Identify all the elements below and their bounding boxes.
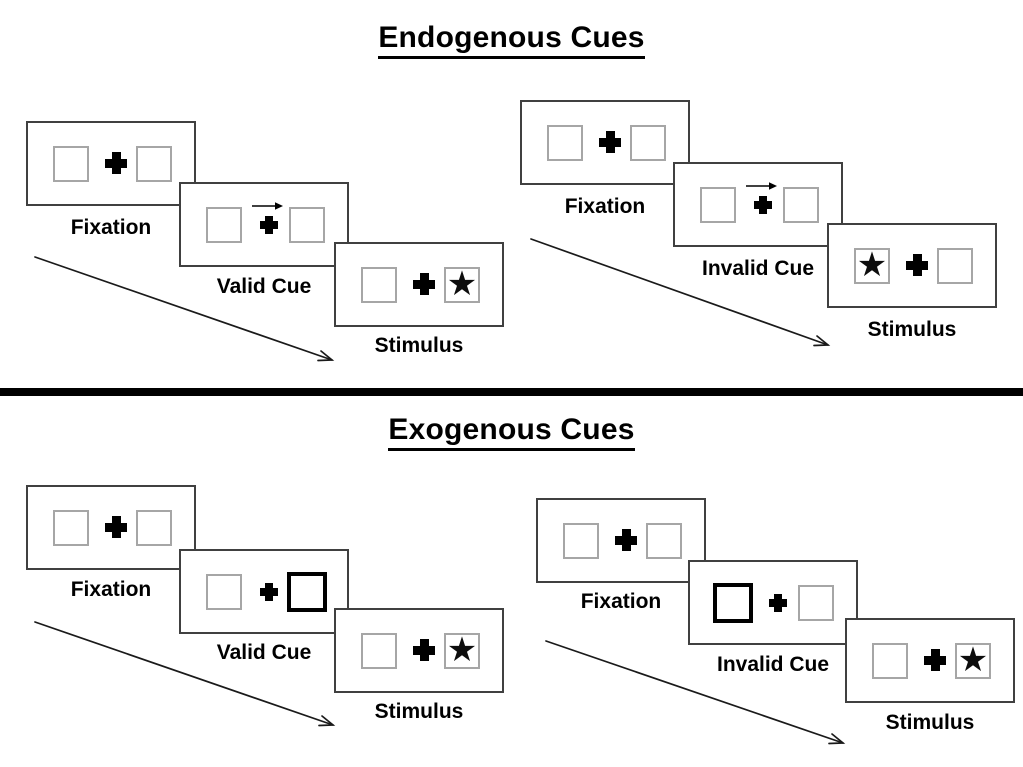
endogenous-section-header: Endogenous Cues [0,21,1023,59]
thick-cue-box [287,572,327,612]
right-box [136,146,172,182]
fixation-cross-icon [260,583,278,601]
valid-cue-label: Valid Cue [216,275,312,298]
fixation-label: Fixation [580,590,662,613]
exogenous-section-header: Exogenous Cues [0,413,1023,451]
fixation-cross-icon [615,529,637,551]
exo-invalid-fixation-panel [536,498,706,583]
endo-invalid-cue-panel [673,162,843,247]
right-box [937,248,973,284]
invalid-cue-label: Invalid Cue [716,653,830,676]
left-box: ★ [854,248,890,284]
right-box [136,510,172,546]
left-box [53,146,89,182]
fixation-cross-icon [105,152,127,174]
star-icon: ★ [957,640,989,680]
endo-valid-timeline-arrow-icon [34,256,335,362]
endo-invalid-fixation-panel [520,100,690,185]
endo-valid-cue-panel [179,182,349,267]
left-box [53,510,89,546]
exogenous-title: Exogenous Cues [388,413,635,451]
cue-arrow-right-icon [252,202,283,210]
left-box [700,187,736,223]
cue-arrow-right-icon [746,182,777,190]
fixation-cross-icon [924,649,946,671]
left-box [872,643,908,679]
endo-invalid-stimulus-panel: ★ [827,223,997,308]
right-box [630,125,666,161]
right-box [646,523,682,559]
left-box [206,207,242,243]
fixation-cross-icon [906,254,928,276]
left-box [563,523,599,559]
exo-valid-cue-panel [179,549,349,634]
stimulus-label: Stimulus [867,318,957,341]
stimulus-label: Stimulus [374,334,464,357]
exo-invalid-cue-panel [688,560,858,645]
right-box: ★ [955,643,991,679]
left-box [361,267,397,303]
endogenous-title: Endogenous Cues [378,21,645,59]
fixation-cross-icon [413,639,435,661]
exo-valid-stimulus-panel: ★ [334,608,504,693]
thick-cue-box [713,583,753,623]
right-box [798,585,834,621]
fixation-cross-icon [754,196,772,214]
fixation-cross-icon [260,216,278,234]
right-box [783,187,819,223]
endo-valid-fixation-panel [26,121,196,206]
section-divider [0,388,1023,396]
star-icon: ★ [446,264,478,304]
fixation-cross-icon [105,516,127,538]
left-box [206,574,242,610]
right-box [289,207,325,243]
exo-valid-timeline-arrow-icon [34,621,336,727]
fixation-cross-icon [769,594,787,612]
star-icon: ★ [446,630,478,670]
valid-cue-label: Valid Cue [216,641,312,664]
fixation-label: Fixation [70,578,152,601]
fixation-label: Fixation [564,195,646,218]
fixation-cross-icon [599,131,621,153]
right-box: ★ [444,633,480,669]
star-icon: ★ [856,245,888,285]
endo-valid-stimulus-panel: ★ [334,242,504,327]
stimulus-label: Stimulus [374,700,464,723]
stimulus-label: Stimulus [885,711,975,734]
endo-invalid-timeline-arrow-icon [530,238,831,347]
left-box [361,633,397,669]
exo-invalid-stimulus-panel: ★ [845,618,1015,703]
exo-valid-fixation-panel [26,485,196,570]
left-box [547,125,583,161]
invalid-cue-label: Invalid Cue [701,257,815,280]
right-box: ★ [444,267,480,303]
fixation-label: Fixation [70,216,152,239]
fixation-cross-icon [413,273,435,295]
exo-invalid-timeline-arrow-icon [545,640,846,745]
